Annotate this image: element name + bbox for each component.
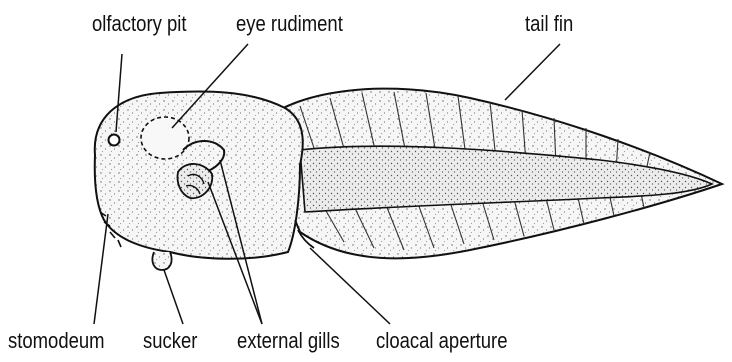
label-tail-fin: tail fin [525, 13, 573, 35]
leader-cloacal-aperture [310, 248, 390, 324]
sucker [152, 252, 171, 270]
label-eye-rudiment: eye rudiment [236, 13, 343, 35]
leader-stomodeum [94, 214, 108, 324]
label-external-gills: external gills [237, 330, 340, 352]
eye-rudiment [141, 117, 189, 159]
leader-sucker [164, 270, 183, 324]
label-stomodeum: stomodeum [8, 330, 105, 352]
olfactory-pit [109, 135, 120, 146]
label-cloacal-aperture: cloacal aperture [376, 330, 507, 352]
label-olfactory-pit: olfactory pit [92, 13, 187, 35]
leader-tail-fin [505, 44, 560, 100]
label-sucker: sucker [143, 330, 197, 352]
